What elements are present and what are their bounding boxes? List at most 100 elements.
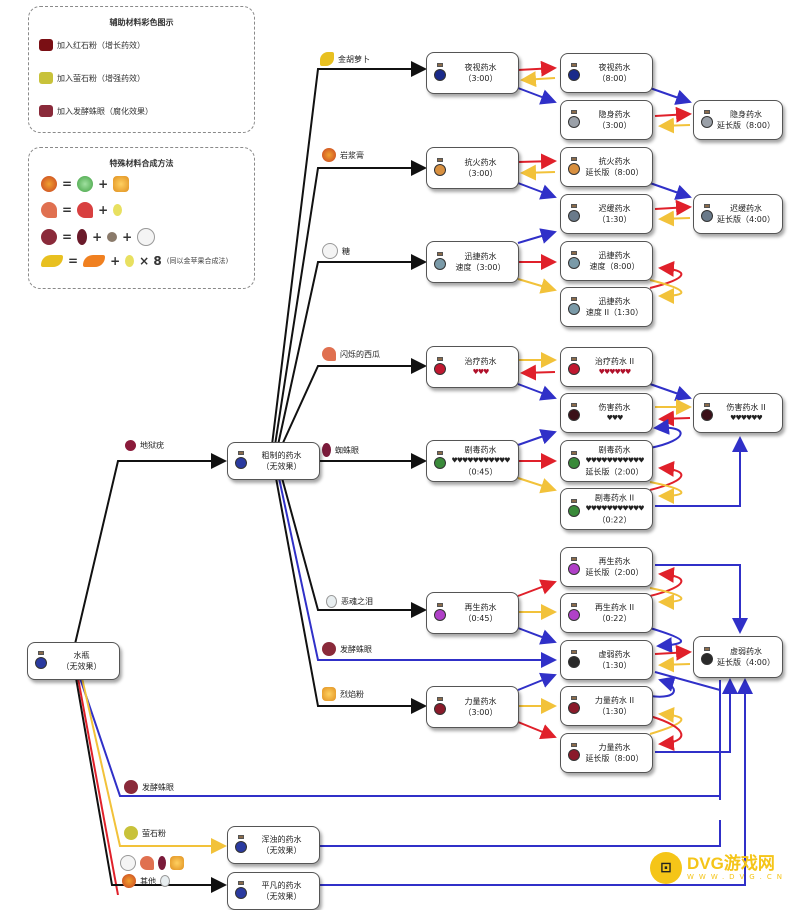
sugar-icon (322, 243, 338, 259)
node-regeneration-2[interactable]: 再生药水 II（0:22） (560, 593, 653, 633)
magma-cream-icon (322, 148, 336, 162)
node-healing[interactable]: 治疗药水♥♥♥ (426, 346, 519, 388)
ingredient-golden-carrot: 金胡萝卜 (320, 52, 370, 66)
potion-bottle-icon (433, 357, 447, 377)
node-weakness-ext[interactable]: 虚弱药水延长版（4:00） (693, 636, 783, 678)
potion-bottle-icon (433, 603, 447, 623)
node-regeneration[interactable]: 再生药水 （0:45） (426, 592, 519, 634)
edge-water-awkward (74, 453, 227, 645)
node-mundane-potion[interactable]: 平凡的药水 （无效果） (227, 872, 320, 910)
recipe-row: = + × 8 (同以金苹果合成法) (41, 254, 228, 268)
node-name: 迅捷药水 (598, 251, 631, 260)
ingredient-others (120, 855, 184, 871)
node-name: 平凡的药水 (261, 881, 302, 890)
node-sub: （无效果） (261, 892, 302, 901)
legend-title: 辅助材料彩色图示 (109, 18, 174, 27)
node-name: 剧毒药水 (464, 445, 497, 455)
node-name: 水瓶 (73, 651, 90, 660)
node-name: 再生药水 (464, 603, 497, 612)
edge-awkward-weakness (278, 477, 557, 668)
legend-item-redstone: 加入红石粉（增长药效） (39, 39, 145, 51)
node-harming[interactable]: 伤害药水♥♥♥ (560, 393, 653, 433)
blaze-powder-icon (322, 687, 336, 701)
node-night-vision[interactable]: 夜视药水（3:00） (426, 52, 519, 94)
potion-bottle-icon (567, 297, 581, 317)
node-name: 浑浊的药水 (261, 835, 302, 844)
node-regeneration-ext[interactable]: 再生药水延长版（2:00） (560, 547, 653, 587)
hearts-indicator: ♥♥♥♥♥♥ (730, 414, 763, 422)
fermented-spider-eye-icon (39, 105, 53, 117)
potion-bottle-icon (567, 743, 581, 763)
node-thick-potion[interactable]: 浑浊的药水（无效果） (227, 826, 320, 864)
recipe-row: = + (41, 202, 123, 218)
ingredient-sugar: 糖 (322, 243, 350, 259)
node-slowness-ext[interactable]: 迟缓药水延长版（4:00） (693, 194, 783, 234)
potion-bottle-icon (567, 63, 581, 83)
node-name: 再生药水 II (594, 603, 635, 612)
node-sub: （0:45） (463, 467, 498, 477)
nether-wart-icon (125, 440, 136, 451)
node-poison[interactable]: 剧毒药水♥♥♥♥♥♥♥♥♥♥♥（0:45） (426, 440, 519, 482)
node-awkward-potion[interactable]: 粗制的药水（无效果） (227, 442, 320, 480)
legend-item-fermented: 加入发酵蛛眼（腐化效果） (39, 105, 153, 117)
node-swiftness[interactable]: 迅捷药水速度（3:00） (426, 241, 519, 283)
node-name: 夜视药水 (464, 63, 497, 72)
equals-sign: = (62, 177, 73, 191)
node-name: 隐身药水 (598, 110, 631, 119)
glistering-melon-icon (322, 347, 336, 361)
ingredient-label: 其他 (140, 876, 156, 886)
node-swiftness-ext[interactable]: 迅捷药水速度（8:00） (560, 241, 653, 281)
potion-bottle-icon (567, 157, 581, 177)
node-sub: 速度 II（1:30） (585, 308, 644, 317)
node-name: 剧毒药水 (598, 445, 631, 455)
equals-sign: = (62, 230, 73, 244)
golden-carrot-icon (41, 255, 63, 267)
recipe-row: = + (41, 176, 130, 192)
glistering-melon-icon (140, 856, 154, 870)
hearts-indicator: ♥♥♥♥♥♥ (598, 368, 632, 376)
node-fire-resistance[interactable]: 抗火药水（3:00） (426, 147, 519, 189)
blaze-powder-icon (113, 176, 130, 192)
ingredient-glowstone: 萤石粉 (124, 826, 166, 840)
spider-eye-icon (77, 229, 88, 245)
potion-bottle-icon (234, 451, 248, 471)
node-night-vision-ext[interactable]: 夜视药水（8:00） (560, 53, 653, 93)
glowstone-dust-icon (39, 72, 53, 84)
node-healing-2[interactable]: 治疗药水 II♥♥♥♥♥♥ (560, 347, 653, 387)
node-fire-resistance-ext[interactable]: 抗火药水延长版（8:00） (560, 147, 653, 187)
potion-bottle-icon (567, 451, 581, 471)
node-sub: （0:45） (463, 614, 498, 623)
plus-sign: + (110, 254, 121, 268)
node-strength[interactable]: 力量药水（3:00） (426, 686, 519, 728)
node-sub: （1:30） (597, 707, 632, 716)
node-sub: （无效果） (61, 662, 102, 671)
fermented-spider-eye-icon (124, 780, 138, 794)
ingredient-label: 地狱疣 (140, 441, 164, 450)
node-strength-ext[interactable]: 力量药水延长版（8:00） (560, 733, 653, 773)
node-sub: 延长版（8:00） (585, 168, 644, 177)
node-name: 迟缓药水 (598, 204, 631, 213)
potion-bottle-icon (234, 835, 248, 855)
potion-bottle-icon (433, 697, 447, 717)
plus-sign: + (122, 230, 133, 244)
ingredient-ghast-tear: 恶魂之泪 (326, 595, 373, 608)
fermented-spider-eye-icon (322, 642, 336, 656)
node-harming-2[interactable]: 伤害药水 II♥♥♥♥♥♥ (693, 393, 783, 433)
node-poison-2[interactable]: 剧毒药水 II♥♥♥♥♥♥♥♥♥♥♥（0:22） (560, 488, 653, 530)
ingredient-fermented-eye-2: 发酵蛛眼 (124, 780, 174, 794)
node-invisibility[interactable]: 隐身药水（3:00） (560, 100, 653, 140)
node-water-bottle[interactable]: 水瓶 （无效果） (27, 642, 120, 680)
potion-bottle-icon (567, 499, 581, 519)
ingredient-glistering-melon: 闪烁的西瓜 (322, 347, 380, 361)
node-slowness[interactable]: 迟缓药水（1:30） (560, 194, 653, 234)
sugar-icon (137, 228, 156, 246)
node-swiftness-2[interactable]: 迅捷药水速度 II（1:30） (560, 287, 653, 327)
node-strength-2[interactable]: 力量药水 II（1:30） (560, 686, 653, 726)
node-invisibility-ext[interactable]: 隐身药水延长版（8:00） (693, 100, 783, 140)
plus-sign: + (98, 203, 109, 217)
node-poison-ext[interactable]: 剧毒药水♥♥♥♥♥♥♥♥♥♥♥延长版（2:00） (560, 440, 653, 482)
watermark: ⊡ DVG游戏网 WWW.DVG.CN (650, 852, 787, 884)
node-name: 隐身药水 (730, 110, 762, 119)
node-weakness[interactable]: 虚弱药水（1:30） (560, 640, 653, 680)
